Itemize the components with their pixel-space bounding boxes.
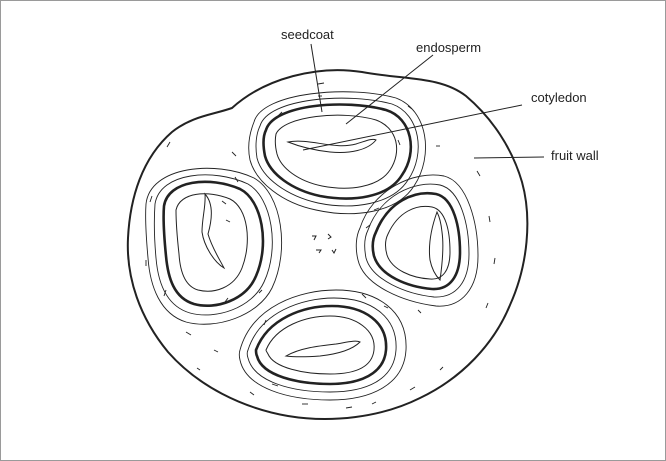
leader-cotyledon <box>303 105 522 150</box>
seedcoat-bottom <box>256 306 386 384</box>
label-seedcoat: seedcoat <box>281 27 334 42</box>
label-fruit-wall: fruit wall <box>551 148 599 163</box>
label-endosperm: endosperm <box>416 40 481 55</box>
endosperm-left <box>176 194 247 291</box>
fruit-wall-outline <box>128 70 528 419</box>
cotyledon-left <box>202 194 224 268</box>
endosperm-right <box>386 206 450 279</box>
endosperm-top <box>275 115 396 188</box>
endosperm-bottom <box>266 316 374 374</box>
locule-bottom <box>239 290 406 400</box>
leader-endosperm <box>346 55 433 124</box>
central-vascular-marks <box>312 234 336 253</box>
leader-lines <box>303 44 544 158</box>
leader-fruit-wall <box>474 157 544 158</box>
seedcoat-top <box>264 105 411 199</box>
locule-top <box>249 92 426 214</box>
label-cotyledon: cotyledon <box>531 90 587 105</box>
locule-left <box>146 168 282 324</box>
cotyledon-right <box>429 212 442 280</box>
cotyledon-top <box>288 139 376 152</box>
leader-seedcoat <box>311 44 322 112</box>
cotyledon-bottom <box>286 341 360 357</box>
seedcoat-left <box>164 182 263 306</box>
